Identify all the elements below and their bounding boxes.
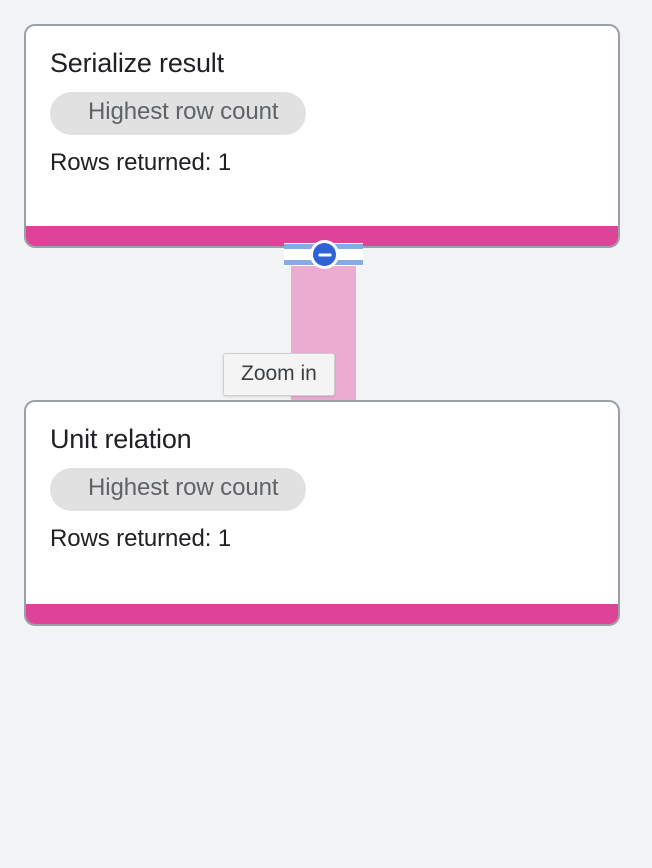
node-accent-bar bbox=[26, 604, 618, 624]
zoom-control[interactable] bbox=[284, 240, 363, 269]
node-body: Unit relation Highest row count Rows ret… bbox=[26, 402, 618, 554]
node-title: Serialize result bbox=[50, 48, 224, 78]
node-title: Unit relation bbox=[50, 424, 192, 454]
node-accent-bar bbox=[26, 226, 618, 246]
node-badge-highest-row-count: Highest row count bbox=[50, 92, 307, 135]
zoom-in-tooltip: Zoom in bbox=[223, 353, 335, 397]
node-rows-returned: Rows returned: 1 bbox=[50, 148, 232, 176]
node-card-serialize-result[interactable]: Serialize result Highest row count Rows … bbox=[24, 24, 620, 248]
node-body: Serialize result Highest row count Rows … bbox=[26, 26, 618, 178]
minus-circle-icon[interactable] bbox=[310, 240, 339, 269]
node-card-unit-relation[interactable]: Unit relation Highest row count Rows ret… bbox=[24, 400, 620, 626]
node-badge-highest-row-count: Highest row count bbox=[50, 468, 307, 511]
node-rows-returned: Rows returned: 1 bbox=[50, 524, 232, 552]
minus-glyph bbox=[318, 253, 331, 256]
